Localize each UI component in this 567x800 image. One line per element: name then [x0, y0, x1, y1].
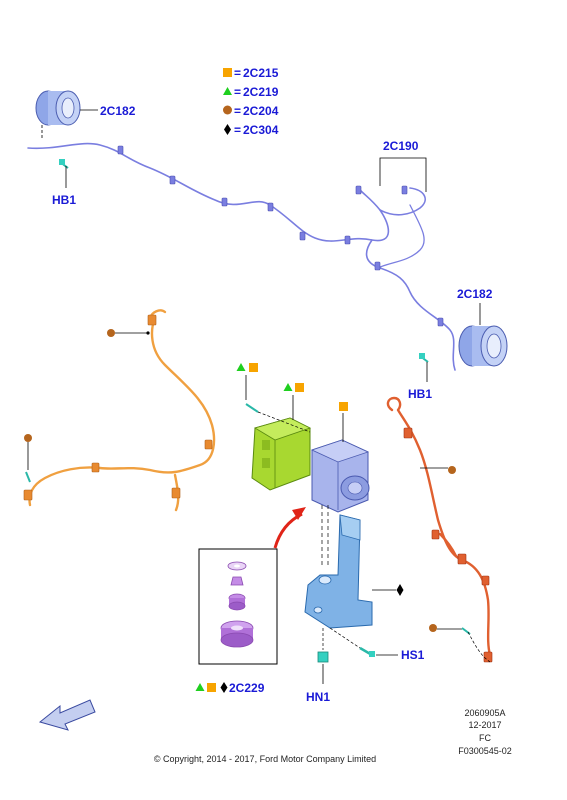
drawing-code: 2060905A	[464, 708, 506, 718]
bolt-hb1-left-icon	[59, 159, 69, 169]
nut-hn1-icon	[317, 651, 329, 663]
callout-hb1-left: HB1	[52, 193, 76, 207]
callout-hs1: HS1	[401, 648, 425, 662]
hcu-pump-blue	[310, 439, 370, 513]
diamond-symbol-icon	[224, 124, 231, 135]
kit-box	[198, 548, 278, 665]
hcu-module-green	[251, 417, 312, 491]
triangle-symbol-icon	[223, 87, 232, 95]
blue-harness	[27, 142, 456, 371]
legend-item-2c219: 2C219	[243, 85, 279, 99]
callout-2c182-left: 2C182	[100, 104, 136, 118]
legend-item-2c304: 2C304	[243, 123, 279, 137]
drawing-date: 12-2017	[468, 720, 502, 730]
legend-eq-1: =	[234, 66, 241, 80]
triangle-symbol-icon	[195, 683, 205, 691]
callout-hn1: HN1	[306, 690, 330, 704]
bracket	[304, 514, 373, 629]
legend-item-2c204: 2C204	[243, 104, 279, 118]
red-harness	[386, 396, 492, 657]
bolt-hb1-right-icon	[419, 353, 429, 363]
circle-symbol-icon	[24, 434, 32, 442]
legend-eq-4: =	[234, 123, 241, 137]
legend-item-2c215: 2C215	[243, 66, 279, 80]
triangle-symbol-icon	[283, 383, 293, 391]
wheel-sensor-ring-right	[458, 325, 508, 367]
square-symbol-icon	[249, 363, 258, 372]
bolt-hs1-icon	[359, 646, 375, 657]
square-symbol-icon	[223, 68, 232, 77]
drawing-fc: FC	[479, 733, 491, 743]
legend-eq-3: =	[234, 104, 241, 118]
callout-2c190: 2C190	[383, 139, 419, 153]
orange-harness	[28, 309, 216, 512]
circle-symbol-icon	[448, 466, 456, 474]
circle-symbol-icon	[429, 624, 437, 632]
copyright: © Copyright, 2014 - 2017, Ford Motor Com…	[153, 754, 377, 764]
square-symbol-icon	[339, 402, 348, 411]
diamond-symbol-icon	[220, 682, 228, 693]
bolt-icon	[245, 403, 259, 413]
diamond-symbol-icon	[396, 584, 404, 596]
square-symbol-icon	[207, 683, 216, 692]
triangle-symbol-icon	[236, 363, 246, 371]
square-symbol-icon	[295, 383, 304, 392]
legend: = 2C215 = 2C219 = 2C204 = 2C304	[223, 66, 279, 137]
callout-2c229: 2C229	[229, 681, 265, 695]
kit-parts	[220, 561, 254, 648]
wheel-sensor-ring-left	[35, 90, 81, 126]
circle-symbol-icon	[223, 105, 232, 115]
circle-symbol-icon	[107, 329, 115, 337]
orientation-arrow-icon	[38, 699, 96, 731]
drawing-ref: F0300545-02	[458, 746, 512, 756]
callout-hb1-right: HB1	[408, 387, 432, 401]
callout-2c182-right: 2C182	[457, 287, 493, 301]
legend-eq-2: =	[234, 85, 241, 99]
